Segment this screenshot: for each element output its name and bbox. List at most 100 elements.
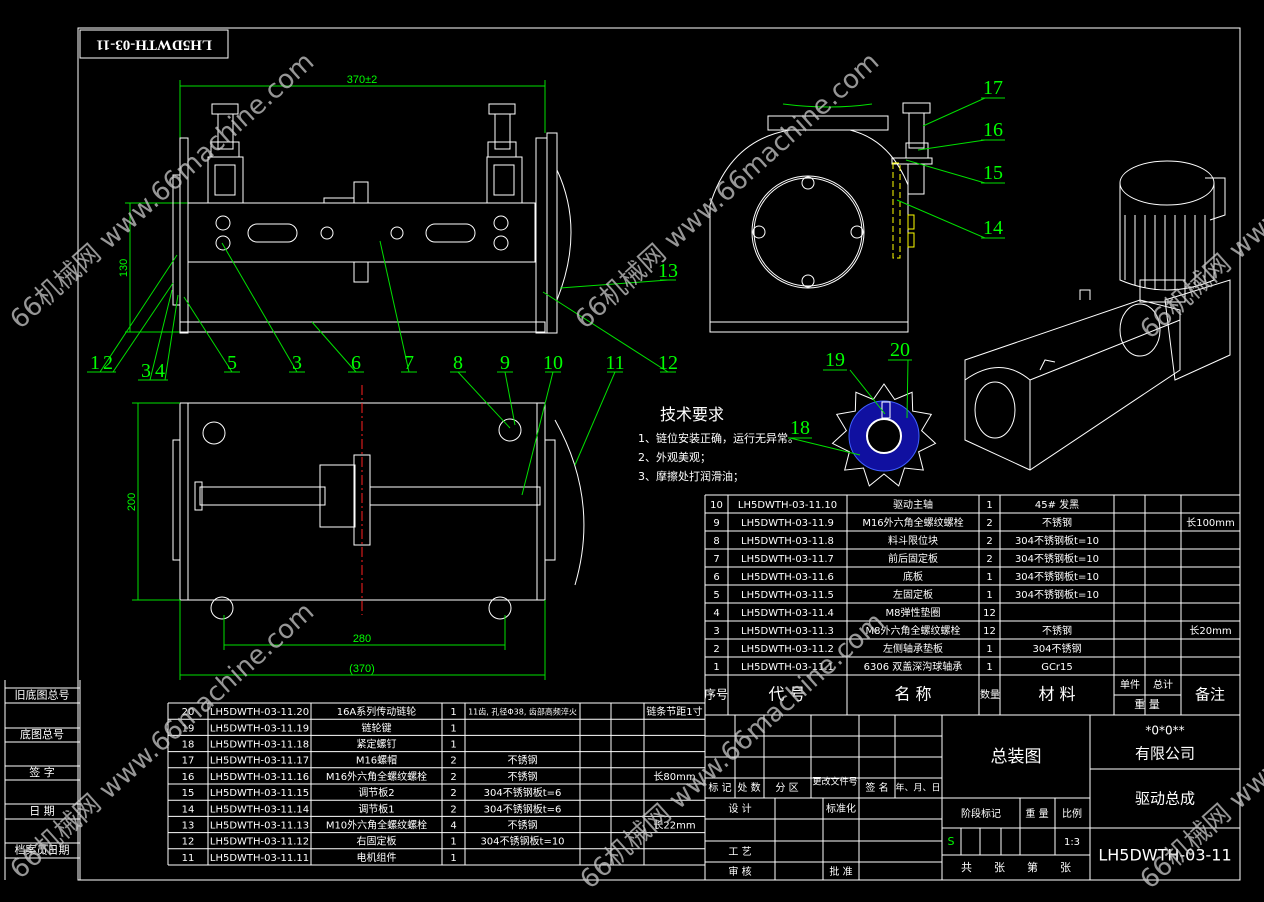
parts-cell: 16: [182, 772, 195, 783]
balloon-label: 16: [983, 119, 1003, 141]
title-drawing-number: LH5DWTH-03-11: [1098, 846, 1231, 865]
parts-cell: 12: [182, 837, 195, 848]
company-code: *0*0**: [1145, 724, 1184, 738]
parts-cell: 45# 发黑: [1035, 498, 1079, 511]
parts-cell: 7: [713, 554, 719, 565]
parts-cell: LH5DWTH-03-11.3: [741, 626, 834, 637]
label-weight: 重 量: [1025, 807, 1048, 820]
parts-cell: 1: [986, 572, 992, 583]
balloon-label: 19: [825, 349, 845, 371]
parts-cell: M16外六角全螺纹螺栓: [862, 516, 963, 529]
parts-cell: 调节板1: [358, 802, 394, 815]
parts-cell: 2: [450, 756, 456, 767]
archive-strip-label: 底图总号: [20, 727, 64, 741]
balloon-label: 15: [983, 162, 1003, 184]
tech-req-item: 1、链位安装正确，运行无异常。: [638, 431, 799, 445]
parts-cell: 1: [450, 723, 456, 734]
parts-cell: 右固定板: [357, 835, 397, 848]
parts-cell: 1: [986, 662, 992, 673]
parts-cell: LH5DWTH-03-11.18: [210, 740, 309, 751]
parts-cell: 底板: [903, 570, 923, 583]
label-process: 工 艺: [728, 846, 751, 858]
balloon-label: 8: [453, 352, 463, 374]
label-sign: 签 名: [865, 781, 888, 794]
balloon-label: 13: [658, 260, 678, 282]
balloon-label: 1: [90, 352, 100, 374]
balloon-label: 14: [983, 217, 1003, 239]
label-change-doc: 更改文件号: [812, 776, 857, 788]
header-qty: 数量: [980, 688, 1000, 701]
parts-cell: 8: [713, 536, 719, 547]
assembly-name: 驱动总成: [1135, 790, 1195, 808]
parts-cell: M16外六角全螺纹螺栓: [326, 770, 427, 783]
parts-cell: LH5DWTH-03-11.11: [210, 853, 309, 864]
label-scale: 比例: [1062, 807, 1082, 820]
parts-cell: LH5DWTH-03-11.6: [741, 572, 834, 583]
balloon-label: 10: [543, 352, 563, 374]
balloon-label: 7: [404, 352, 414, 374]
parts-cell: LH5DWTH-03-11.13: [210, 821, 309, 832]
tech-req-item: 3、摩擦处打润滑油；: [638, 469, 744, 483]
parts-cell: 2: [450, 788, 456, 799]
balloon-label: 11: [605, 352, 624, 374]
parts-cell: 15: [182, 788, 195, 799]
plan-view: 200 280 (370): [126, 371, 616, 680]
parts-cell: M16螺帽: [356, 754, 397, 767]
parts-cell: 4: [713, 608, 719, 619]
title-block: 标 记处 数分 区更改文件号签 名年、月、日设 计标准化工 艺审 核批 准总装图…: [704, 715, 1240, 881]
parts-cell: LH5DWTH-03-11.2: [741, 644, 834, 655]
parts-cell: 长22mm: [653, 820, 695, 832]
parts-cell: 11齿, 孔径Φ38, 齿部高频淬火: [468, 707, 577, 717]
balloon-label: 20: [890, 339, 910, 361]
parts-cell: 1: [986, 500, 992, 511]
header-remark: 备注: [1195, 686, 1225, 704]
balloon-label: 4: [155, 360, 165, 382]
parts-cell: LH5DWTH-03-11.17: [210, 756, 309, 767]
parts-cell: LH5DWTH-03-11.8: [741, 536, 834, 547]
scale-value: 1:3: [1064, 837, 1080, 848]
parts-cell: 长100mm: [1186, 517, 1235, 529]
parts-cell: 9: [713, 518, 719, 529]
parts-cell: 1: [450, 740, 456, 751]
balloon-label: 18: [790, 417, 810, 439]
parts-cell: 电机组件: [357, 851, 397, 864]
svg-text:66机械网 www.66machine.com: 66机械网 www.66machine.com: [5, 47, 321, 335]
tech-req-title: 技术要求: [660, 405, 724, 424]
label-stage: 阶段标记: [961, 807, 1001, 820]
parts-cell: 11: [182, 853, 195, 864]
parts-cell: M10外六角全螺纹螺栓: [326, 819, 427, 832]
parts-cell: 1: [450, 707, 456, 718]
parts-cell: 长20mm: [1189, 625, 1231, 637]
dim-ref-length: (370): [349, 663, 375, 675]
parts-cell: 1: [986, 590, 992, 601]
side-view: [709, 97, 1002, 333]
header-single: 单件: [1120, 679, 1140, 691]
balloon-label: 12: [658, 352, 678, 374]
balloon-label: 9: [500, 352, 510, 374]
label-review: 审 核: [728, 865, 751, 878]
parts-cell: 10: [710, 500, 723, 511]
parts-cell: 6: [713, 572, 719, 583]
parts-cell: 17: [182, 756, 195, 767]
header-material: 材 料: [1038, 685, 1075, 704]
header-seq: 序号: [704, 687, 728, 702]
label-mark: 标 记: [708, 782, 731, 794]
parts-cell: 304不锈钢板t=10: [1015, 552, 1099, 565]
label-approve: 批 准: [829, 865, 852, 878]
header-total: 总计: [1153, 678, 1173, 691]
dim-overall-length: 370±2: [347, 74, 378, 86]
parts-cell: 驱动主轴: [893, 498, 933, 511]
parts-cell: 1: [450, 837, 456, 848]
parts-cell: 304不锈钢板t=10: [1015, 588, 1099, 601]
parts-cell: 20: [182, 707, 195, 718]
parts-cell: 1: [713, 662, 719, 673]
parts-cell: 2: [986, 536, 992, 547]
parts-cell: 6306 双盖深沟球轴承: [864, 660, 963, 673]
parts-cell: 13: [182, 821, 195, 832]
label-date: 年、月、日: [895, 782, 940, 794]
front-view: 370±2 130: [99, 74, 669, 381]
balloon-label: 5: [227, 352, 237, 374]
parts-cell: 链轮键: [362, 721, 392, 734]
